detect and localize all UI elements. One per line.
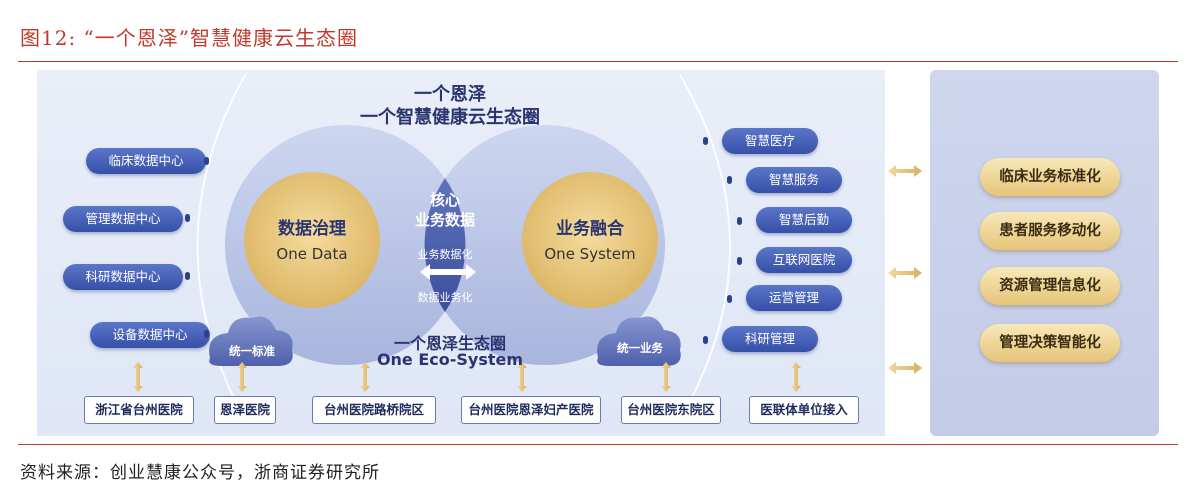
right-arc [679,74,731,421]
bottom-box-enze-hospital: 恩泽医院 [214,396,276,424]
link-arrow-top [888,165,922,177]
goal-clinical-standardization: 临床业务标准化 [980,158,1120,196]
core-sub-bottom: 数据业务化 [417,291,473,304]
right-pill-research-management: 科研管理 [722,326,818,352]
connector-dot [185,272,190,280]
right-gold-circle [522,172,658,308]
left-gold-circle [244,172,380,308]
left-pill-device-data: 设备数据中心 [90,322,210,348]
top-rule [18,61,1178,62]
right-cloud-shape [597,316,681,366]
connector-dot [727,295,732,303]
left-cloud-shape [209,316,293,366]
center-title-line2: 一个智慧健康云生态圈 [360,107,540,128]
connector-dot [727,176,732,184]
connector-dot [703,137,708,145]
bottom-box-east-campus: 台州医院东院区 [621,396,721,424]
goal-patient-mobile: 患者服务移动化 [980,212,1120,250]
connector-dot [185,214,190,222]
bottom-box-maternity: 台州医院恩泽妇产医院 [461,396,601,424]
ecosystem-label-cn: 一个恩泽生态圈 [393,334,506,353]
connector-dot [703,336,708,344]
connector-dot [204,157,209,165]
core-double-arrow [420,264,476,280]
bottom-box-taizhou-provincial: 浙江省台州医院 [84,396,194,424]
right-pill-internet-hospital: 互联网医院 [756,247,852,273]
right-circle-label: 业务融合 One System [535,214,645,263]
bottom-rule [18,444,1178,445]
goal-resource-informatization: 资源管理信息化 [980,267,1120,305]
center-title-line1: 一个恩泽 [414,84,486,105]
left-pill-research-data: 科研数据中心 [63,264,183,290]
bottom-box-alliance: 医联体单位接入 [749,396,859,424]
left-circle-cn: 数据治理 [278,219,346,239]
left-circle-label: 数据治理 One Data [262,214,362,263]
bottom-box-luqiao: 台州医院路桥院区 [312,396,436,424]
up-down-arrow-1 [133,362,143,392]
connector-dot [737,217,742,225]
left-pill-management-data: 管理数据中心 [63,206,183,232]
link-arrow-middle [888,267,922,279]
goal-decision-intelligence: 管理决策智能化 [980,324,1120,362]
core-lens [424,178,466,312]
up-down-arrow-3 [360,362,370,392]
up-down-arrow-6 [791,362,801,392]
left-arc [196,74,246,421]
right-circle-cn: 业务融合 [556,219,624,239]
ecosystem-label-en: One Eco-System [376,350,524,369]
connector-dot [737,257,742,265]
connector-dot [204,330,209,338]
up-down-arrow-2 [237,362,247,392]
up-down-arrow-4 [517,362,527,392]
right-cloud-label: 统一业务 [617,341,663,355]
core-title-line2: 业务数据 [414,211,475,229]
left-cloud-label: 统一标准 [229,344,275,358]
figure-source: 资料来源：创业慧康公众号，浙商证券研究所 [20,463,380,483]
right-pill-smart-service: 智慧服务 [746,167,842,193]
right-pill-operations: 运营管理 [746,285,842,311]
core-title-line1: 核心 [429,191,460,209]
figure-title: 图12: “一个恩泽”智慧健康云生态圈 [20,26,358,50]
right-pill-smart-logistics: 智慧后勤 [756,207,852,233]
left-pill-clinical-data: 临床数据中心 [86,148,206,174]
link-arrow-bottom [888,362,922,374]
up-down-arrow-5 [661,362,671,392]
goals-panel [930,70,1159,436]
right-circle-en: One System [544,245,636,263]
left-circle-en: One Data [276,245,348,263]
right-pill-smart-medical: 智慧医疗 [722,128,818,154]
core-sub-top: 业务数据化 [417,248,473,261]
